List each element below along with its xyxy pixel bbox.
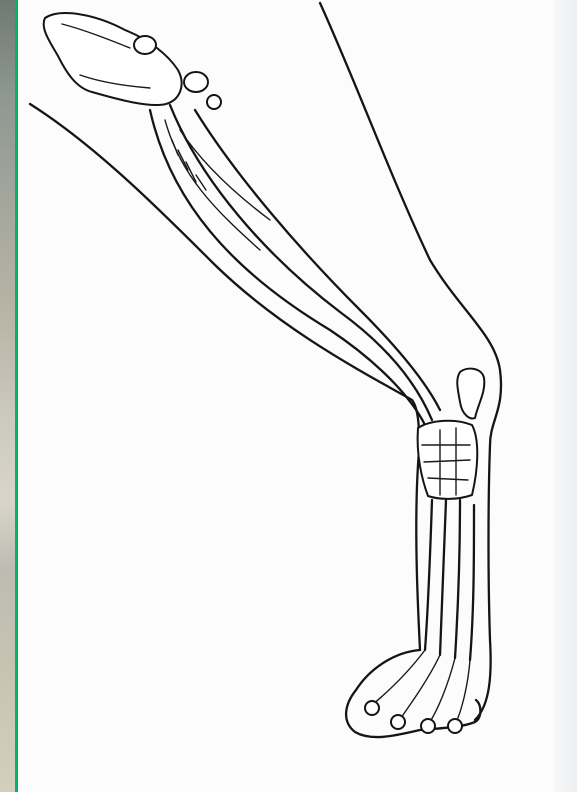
knee-sesamoid: [207, 95, 221, 109]
metatarsal-1: [425, 500, 432, 650]
toe-pad-1: [365, 701, 379, 715]
toe-pad-2: [391, 715, 405, 729]
fibula-edge: [170, 105, 432, 420]
tibia-right-edge: [195, 110, 440, 410]
metatarsal-3: [455, 500, 460, 658]
upper-outline: [30, 104, 420, 650]
knee-cap: [184, 72, 208, 92]
lower-outline: [320, 3, 501, 720]
toe-pad-3: [421, 719, 435, 733]
calcaneus: [457, 369, 484, 419]
metatarsal-2: [440, 500, 446, 655]
metatarsal-4: [470, 505, 474, 660]
patella: [134, 36, 156, 54]
femur-head: [44, 13, 182, 105]
toe-pad-4: [448, 719, 462, 733]
